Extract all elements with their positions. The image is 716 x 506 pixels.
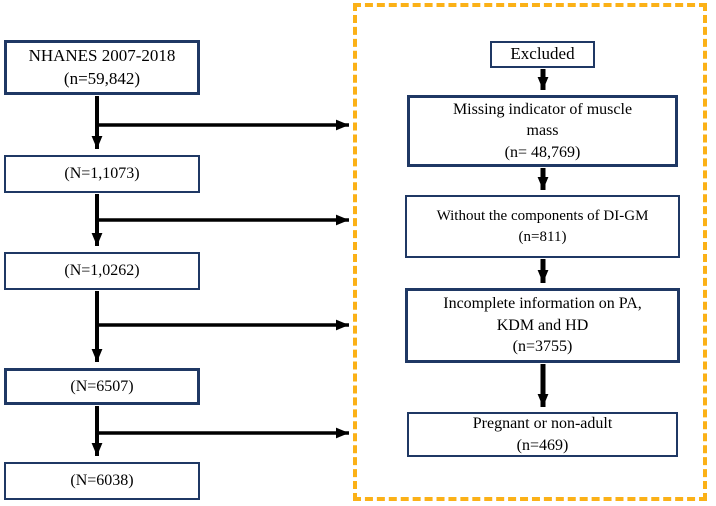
excluded-box-missing-muscle-mass: Missing indicator of muscle mass (n= 48,… xyxy=(407,95,678,167)
flow-box-n6038: (N=6038) xyxy=(4,462,200,500)
excluded-label-box: Excluded xyxy=(490,41,595,68)
excluded-box-incomplete-pa-kdm-hd: Incomplete information on PA, KDM and HD… xyxy=(405,288,680,363)
flow-box-n6507: (N=6507) xyxy=(4,368,200,405)
excluded-region-border xyxy=(353,3,707,501)
flow-box-nhanes: NHANES 2007-2018 (n=59,842) xyxy=(4,40,200,95)
flow-box-n10262: (N=1,0262) xyxy=(4,252,200,290)
excluded-box-without-digm-components: Without the components of DI-GM (n=811) xyxy=(405,195,680,258)
flow-box-n11073: (N=1,1073) xyxy=(4,155,200,193)
excluded-box-pregnant-nonadult: Pregnant or non-adult (n=469) xyxy=(407,412,678,457)
